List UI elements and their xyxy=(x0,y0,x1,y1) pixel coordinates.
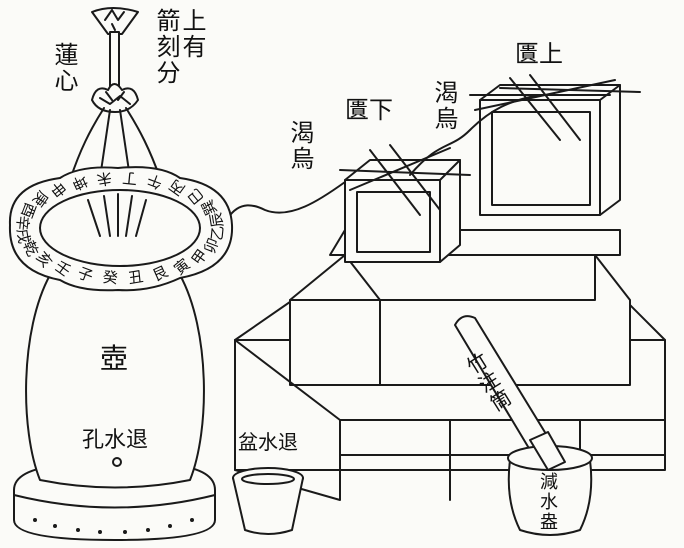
ring-direction-char: 戌 xyxy=(13,227,33,245)
upper-tank xyxy=(469,74,641,216)
siphon-upper xyxy=(409,94,541,176)
base-dots xyxy=(33,518,194,534)
label-lotus-heart: 蓮心 xyxy=(50,42,78,94)
label-lower-tank: 匱下 xyxy=(345,96,393,124)
ring-direction-char: 酉 xyxy=(17,200,39,220)
ring-direction-char: 巽 xyxy=(198,197,221,218)
label-siphon-lower: 渴烏 xyxy=(286,120,314,172)
label-pot: 壺 xyxy=(100,342,129,375)
drain-basin xyxy=(232,467,304,535)
ring-direction-char: 子 xyxy=(75,264,95,286)
direction-ring: 子癸丑艮寅甲卯乙辰巽巳丙午丁未坤申庚酉辛戌乾亥壬 xyxy=(8,166,234,292)
ring-direction-char: 丁 xyxy=(121,169,138,188)
pot xyxy=(13,274,216,541)
label-arrow-note-col1: 箭刻分 xyxy=(152,8,180,86)
siphon-lower xyxy=(227,181,346,219)
ring-direction-char: 辛 xyxy=(13,215,32,232)
lotus-arrow xyxy=(69,7,161,181)
drain-hole-mark xyxy=(112,457,122,467)
ring-direction-char: 午 xyxy=(144,170,164,192)
label-drain-basin: 盆水退 xyxy=(238,430,298,454)
label-drain-hole: 孔水退 xyxy=(82,428,149,453)
label-overflow-jar: 減水盎 xyxy=(537,472,558,532)
overflow-jar xyxy=(454,315,593,536)
label-upper-tank: 匱上 xyxy=(515,40,563,68)
ring-direction-char: 辰 xyxy=(207,211,227,229)
ring-direction-char: 癸 xyxy=(102,268,119,287)
label-arrow-note-col2: 上有 xyxy=(178,8,206,60)
ring-direction-char: 艮 xyxy=(150,262,171,285)
lower-tank xyxy=(339,144,471,263)
label-siphon-upper: 渴烏 xyxy=(430,80,458,132)
ring-direction-char: 未 xyxy=(95,169,113,189)
ring-direction-char: 坤 xyxy=(69,171,90,194)
ring-direction-char: 丑 xyxy=(127,267,145,287)
ring-direction-char: 乾 xyxy=(19,238,42,259)
ring-direction-char: 卯 xyxy=(201,235,223,255)
ring-direction-char: 乙 xyxy=(208,225,227,242)
stepped-platform xyxy=(234,229,666,501)
